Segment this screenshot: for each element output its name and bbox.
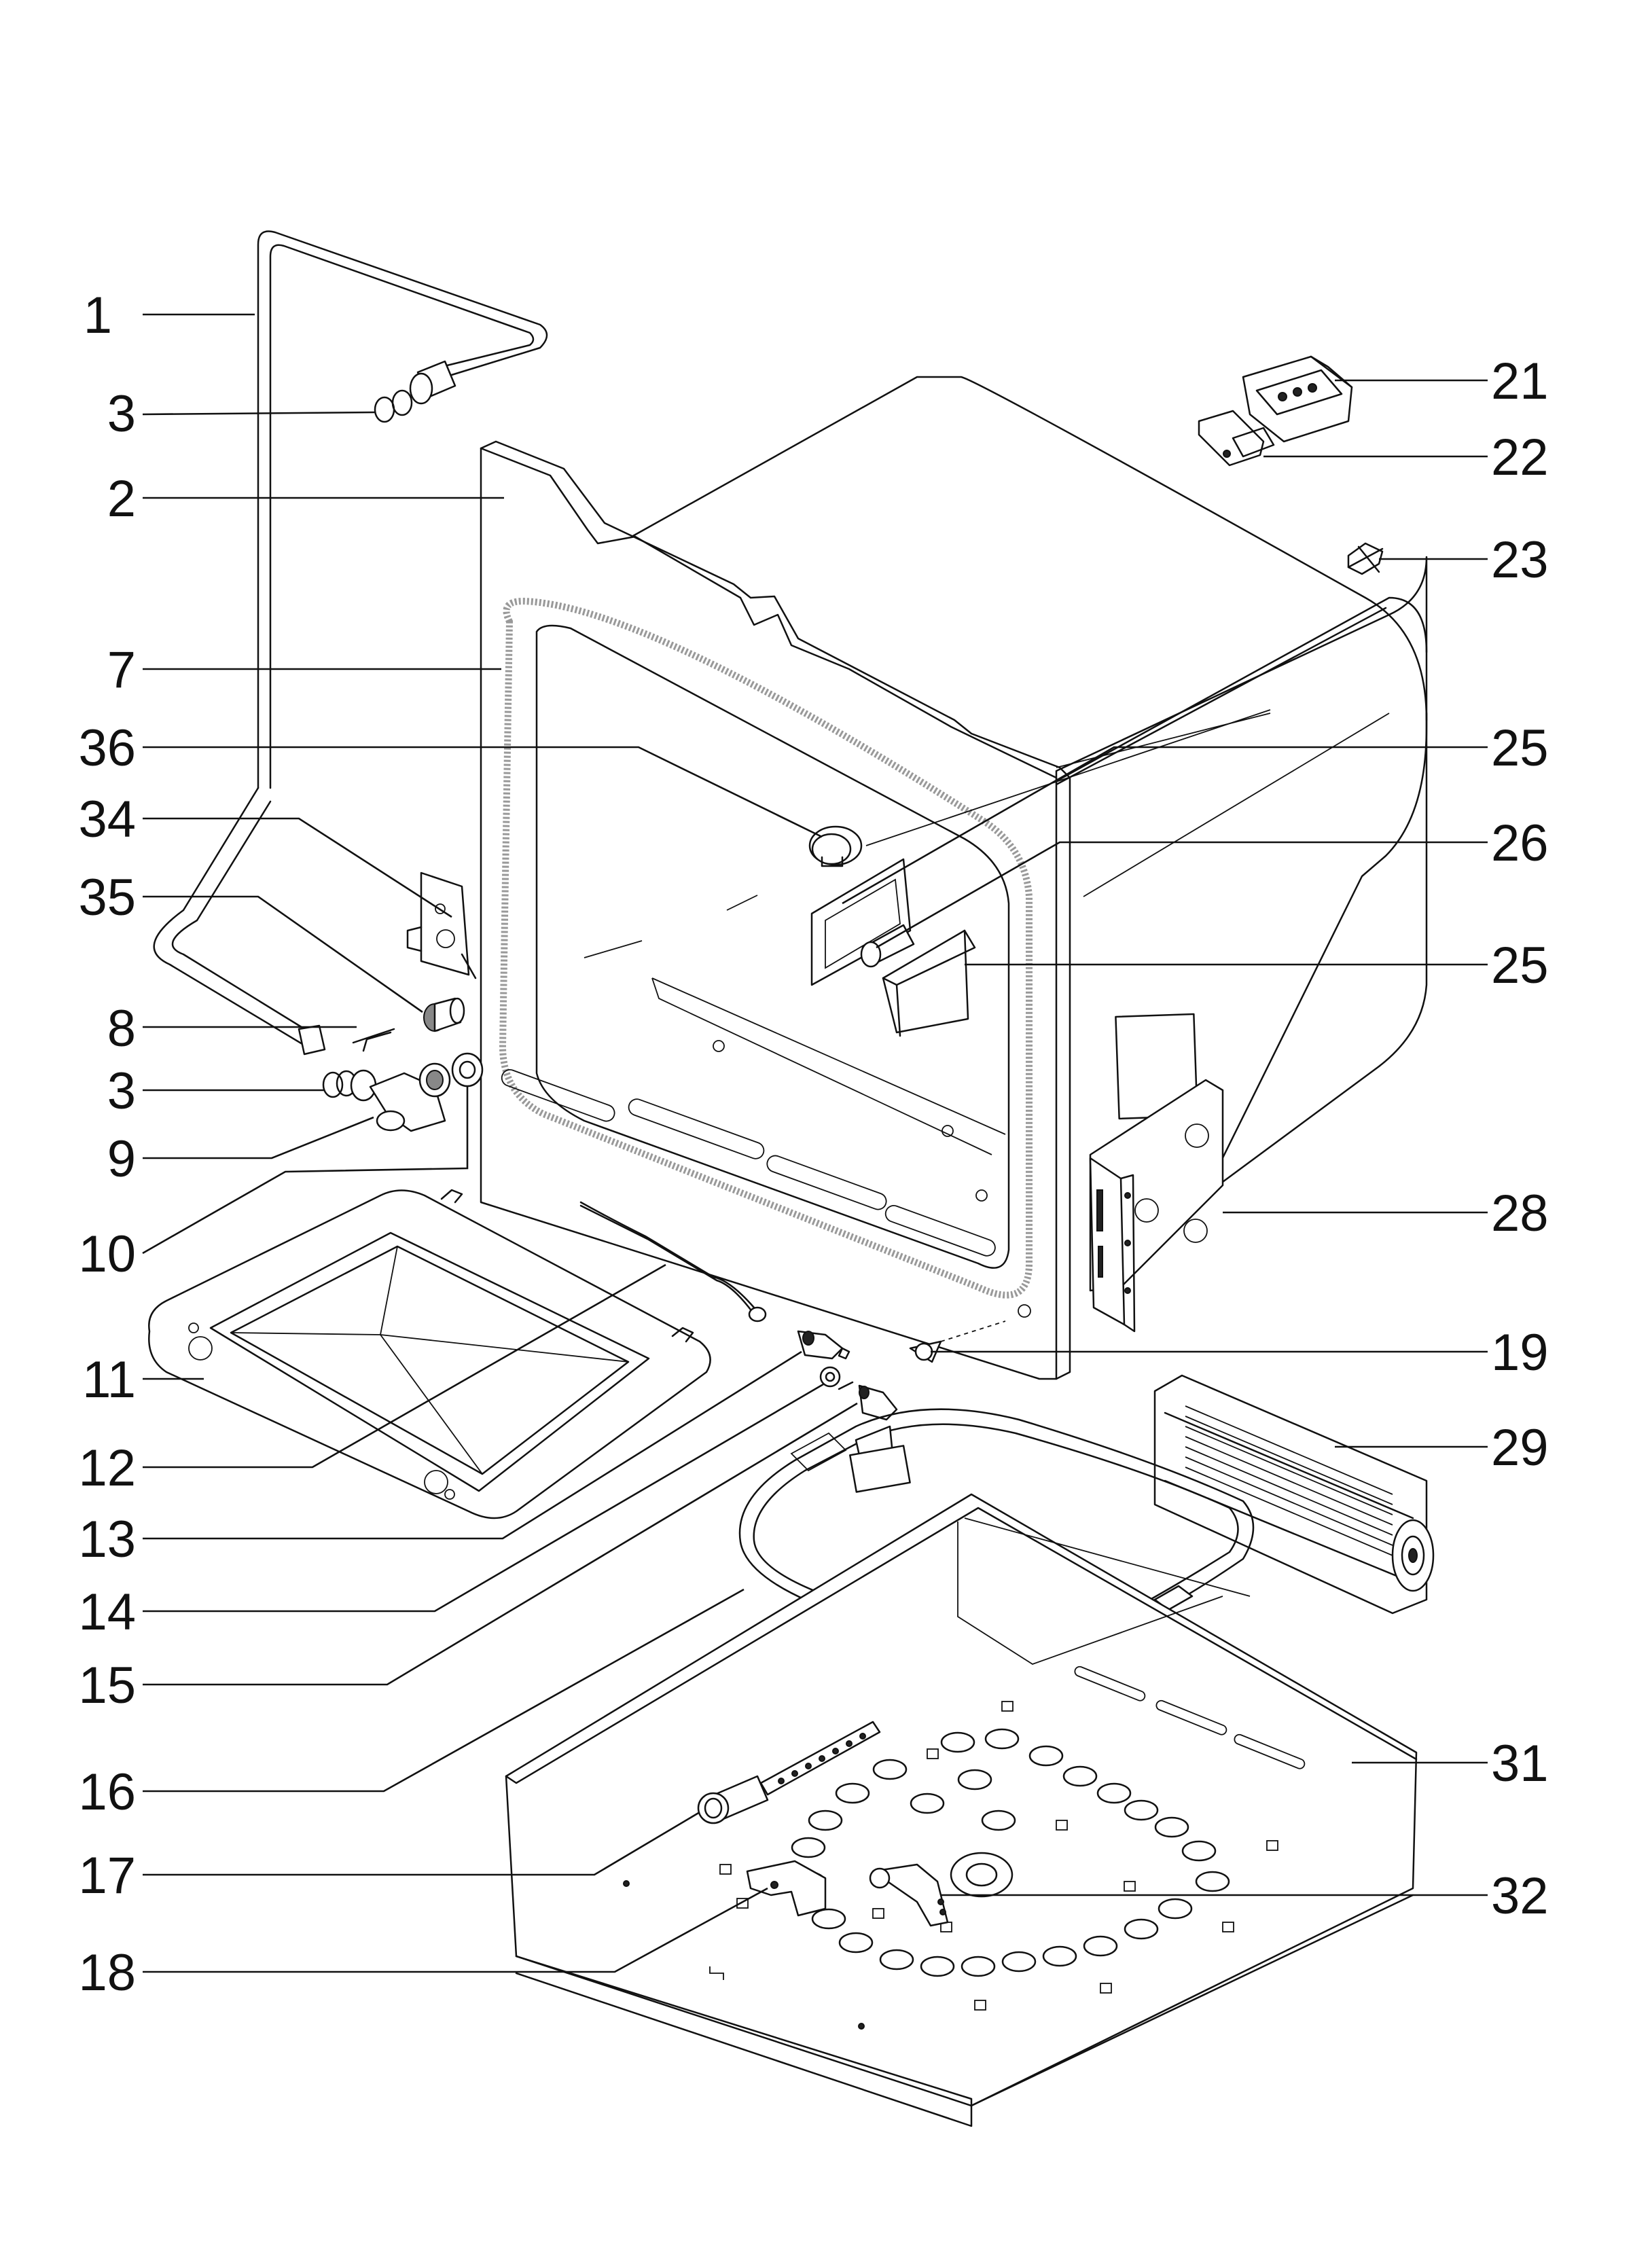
fan-bracket-part — [1089, 1079, 1224, 1333]
callout-7: 7 — [107, 641, 136, 699]
o-rings-upper — [374, 389, 413, 423]
callout-3-lower: 3 — [107, 1062, 136, 1120]
callout-11: 11 — [82, 1351, 136, 1409]
callout-22: 22 — [1491, 429, 1549, 486]
callout-21: 21 — [1491, 353, 1549, 410]
callout-12: 12 — [78, 1439, 136, 1497]
callout-34: 34 — [78, 791, 136, 848]
gas-tube-part — [153, 230, 548, 1056]
drip-tray-part — [148, 1189, 711, 1519]
callout-numbers: 1 3 2 7 36 34 35 8 3 9 10 11 12 13 14 15… — [78, 287, 1548, 2002]
thermocouple-nut-part — [819, 1366, 841, 1388]
oven-cabinet — [480, 376, 1428, 1380]
valve-fitting-part — [350, 1062, 451, 1132]
callout-17: 17 — [78, 1847, 136, 1905]
callout-2: 2 — [107, 470, 136, 528]
callout-9: 9 — [107, 1130, 136, 1188]
callout-32: 32 — [1491, 1867, 1549, 1925]
callout-19: 19 — [1491, 1324, 1549, 1382]
pin-part — [352, 1028, 395, 1052]
callout-25-upper: 25 — [1491, 719, 1549, 777]
mounting-bracket-part — [406, 871, 477, 979]
electrode-part — [838, 1381, 898, 1421]
callout-18: 18 — [78, 1944, 136, 2002]
callout-15: 15 — [78, 1657, 136, 1714]
callout-26: 26 — [1491, 814, 1549, 872]
lamp-assembly — [810, 858, 976, 1037]
lamp-cover-part — [1198, 410, 1275, 467]
callout-29: 29 — [1491, 1419, 1549, 1477]
lock-nut-part — [451, 1052, 484, 1087]
callout-3-upper: 3 — [107, 385, 136, 443]
tangential-fan-part — [1153, 1374, 1435, 1615]
callout-8: 8 — [107, 1000, 136, 1058]
thermocouple-wire-part — [579, 1201, 767, 1322]
callout-14: 14 — [78, 1583, 136, 1641]
callout-28: 28 — [1491, 1185, 1549, 1242]
connector-block-part — [1242, 355, 1353, 443]
callout-1: 1 — [84, 287, 112, 344]
callout-13: 13 — [78, 1511, 136, 1568]
base-pan-part — [505, 1493, 1418, 2127]
callout-10: 10 — [78, 1225, 136, 1283]
clip-part — [1347, 542, 1384, 575]
nozzle-part — [423, 997, 465, 1032]
callout-36: 36 — [78, 719, 136, 777]
callout-35: 35 — [78, 869, 136, 926]
callout-16: 16 — [78, 1763, 136, 1821]
callout-25-lower: 25 — [1491, 937, 1549, 994]
leader-lines — [142, 313, 1488, 1973]
callout-31: 31 — [1491, 1735, 1549, 1793]
callout-23: 23 — [1491, 531, 1549, 589]
igniter-part — [797, 1330, 850, 1360]
plug-part — [808, 825, 863, 867]
